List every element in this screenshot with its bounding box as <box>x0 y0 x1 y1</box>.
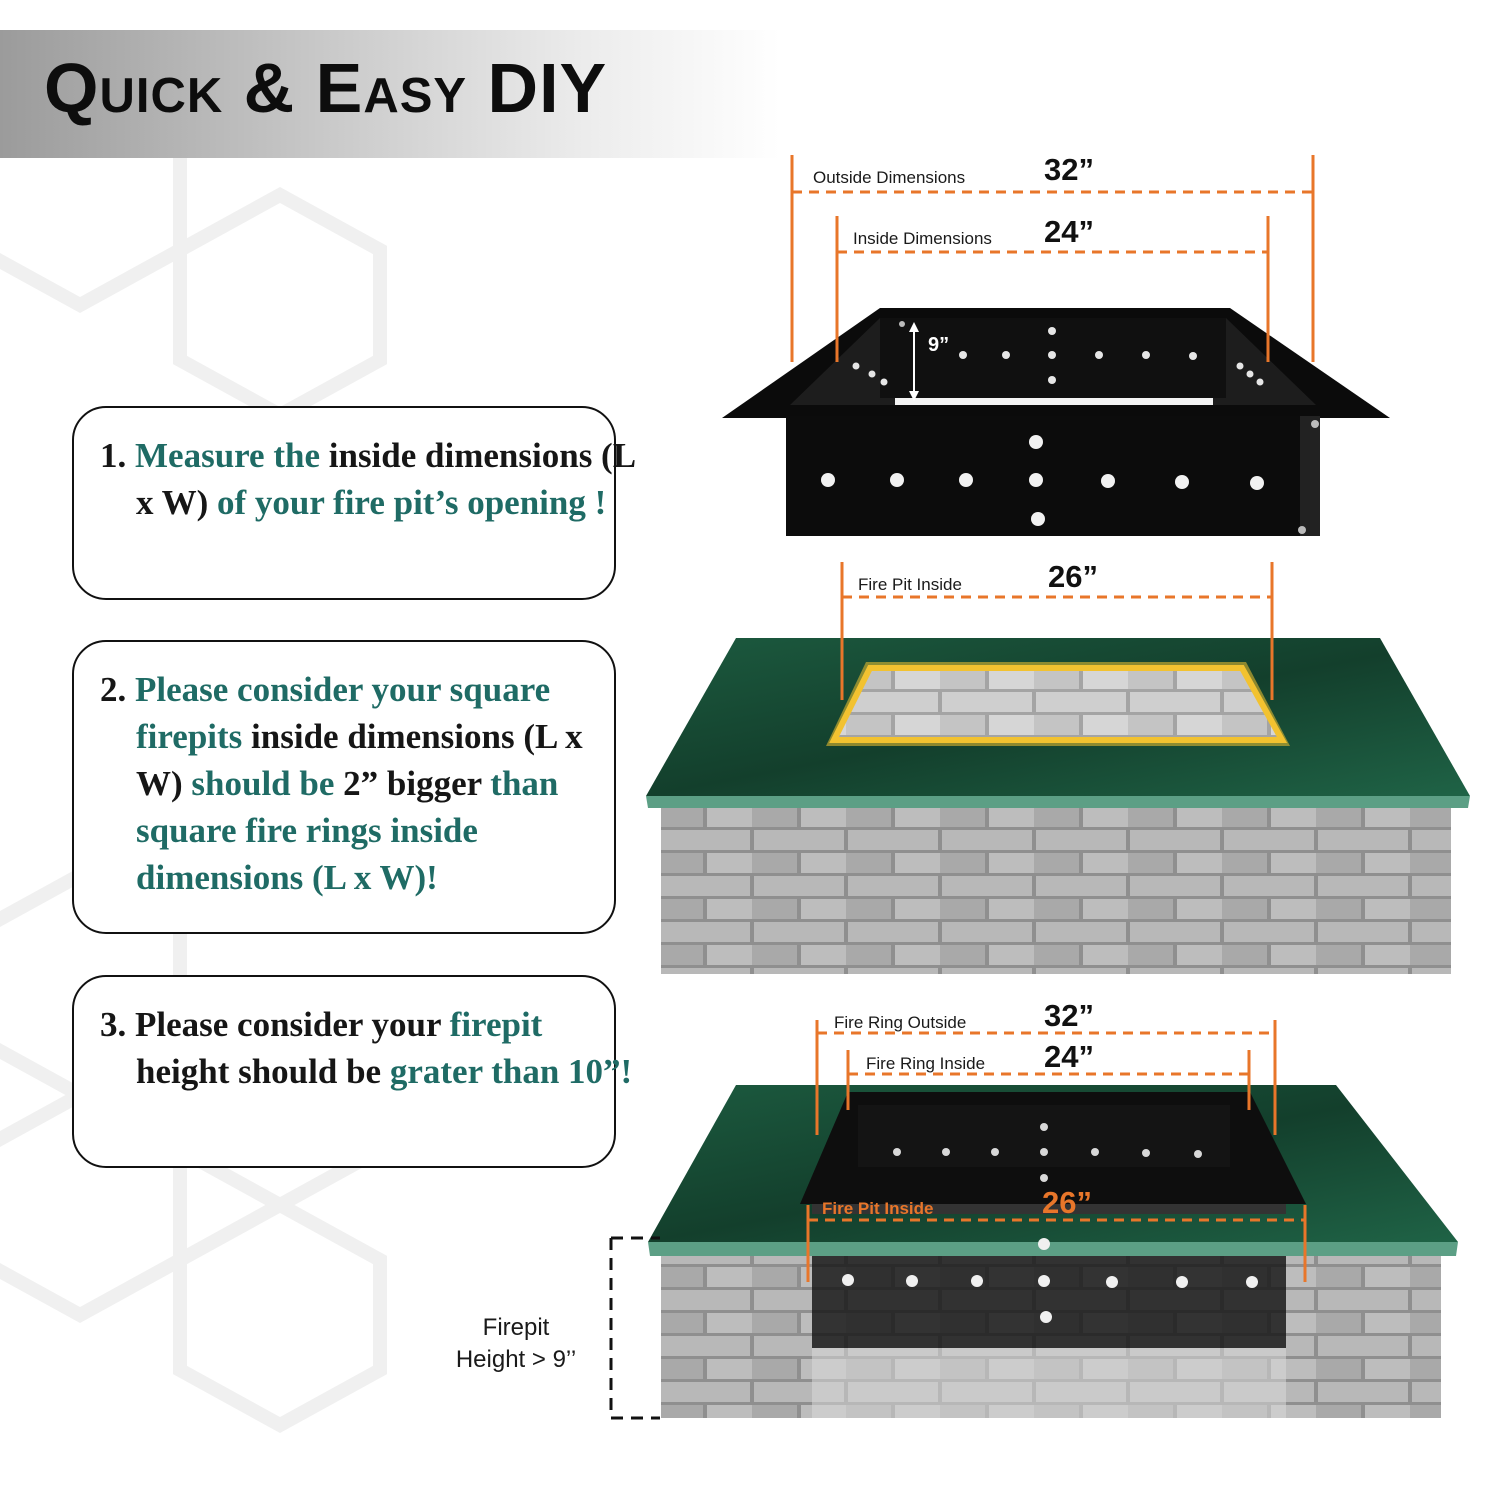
step-2-part-4: 2” bigger <box>343 764 491 803</box>
inside-dimensions-value: 24” <box>1044 214 1094 249</box>
step-2-part-5: than square fire rings inside dimensions… <box>136 764 559 897</box>
firepit-inside-label: Fire Pit Inside <box>858 575 962 594</box>
fire-ring-outside-label: Fire Ring Outside <box>834 1013 967 1032</box>
step-1-number: 1. <box>100 436 127 475</box>
ring-height-value: 9” <box>928 334 950 356</box>
step-2-text: 2. Please consider your square firepits … <box>100 666 636 901</box>
firepit-inside-value: 26” <box>1048 559 1098 594</box>
bottom-firepit-inside-value: 26” <box>1042 1185 1092 1220</box>
fire-ring-outside-value: 32” <box>1044 998 1094 1033</box>
bottom-dimension-lines <box>806 1020 1307 1282</box>
firepit-height-label-line2: Height > 9’’ <box>455 1346 577 1373</box>
step-3-text: 3. Please consider your firepit height s… <box>100 1001 636 1095</box>
bottom-firepit-inside-label: Fire Pit Inside <box>822 1199 934 1218</box>
step-1-part-2: inside dimensions (L x W) <box>136 436 635 522</box>
firepit-height-label-line1: Firepit <box>482 1314 550 1341</box>
step-2-part-1: Please consider your square firepits <box>135 670 551 756</box>
step-2-part-3: should be <box>191 764 344 803</box>
step-3-part-4: grater than 10”! <box>389 1052 633 1091</box>
step-1-part-3: of your fire pit’s opening ! <box>217 483 607 522</box>
inside-dimensions-label: Inside Dimensions <box>853 229 992 248</box>
step-2-box: 2. Please consider your square firepits … <box>72 640 616 934</box>
step-1-text: 1. Measure the inside dimensions (L x W)… <box>100 432 636 526</box>
fire-ring-inside-label: Fire Ring Inside <box>866 1054 986 1073</box>
step-2-number: 2. <box>100 670 127 709</box>
step-3-part-3: height should be <box>136 1052 390 1091</box>
firepit-height-label: Firepit Height > 9’’ <box>432 1312 600 1376</box>
fire-ring-inside-value: 24” <box>1044 1039 1094 1074</box>
fire-ring-top-illustration <box>722 308 1390 536</box>
step-1-box: 1. Measure the inside dimensions (L x W)… <box>72 406 634 600</box>
page-title: Quick & Easy DIY <box>44 49 608 127</box>
middle-dimension-lines <box>840 562 1274 700</box>
step-3-box: 3. Please consider your firepit height s… <box>72 975 632 1168</box>
outside-dimensions-value: 32” <box>1044 152 1094 187</box>
firepit-bottom-illustration <box>648 1085 1458 1418</box>
firepit-middle-illustration <box>646 638 1470 974</box>
top-dimension-lines <box>790 155 1315 362</box>
height-bracket <box>609 1236 660 1420</box>
step-3-part-2: firepit <box>449 1005 543 1044</box>
title-banner <box>0 30 780 158</box>
step-3-part-1: Please consider your <box>135 1005 450 1044</box>
step-2-part-2: inside dimensions (L x W) <box>136 717 583 803</box>
step-3-number: 3. <box>100 1005 127 1044</box>
step-1-part-1: Measure the <box>135 436 329 475</box>
outside-dimensions-label: Outside Dimensions <box>813 168 966 187</box>
